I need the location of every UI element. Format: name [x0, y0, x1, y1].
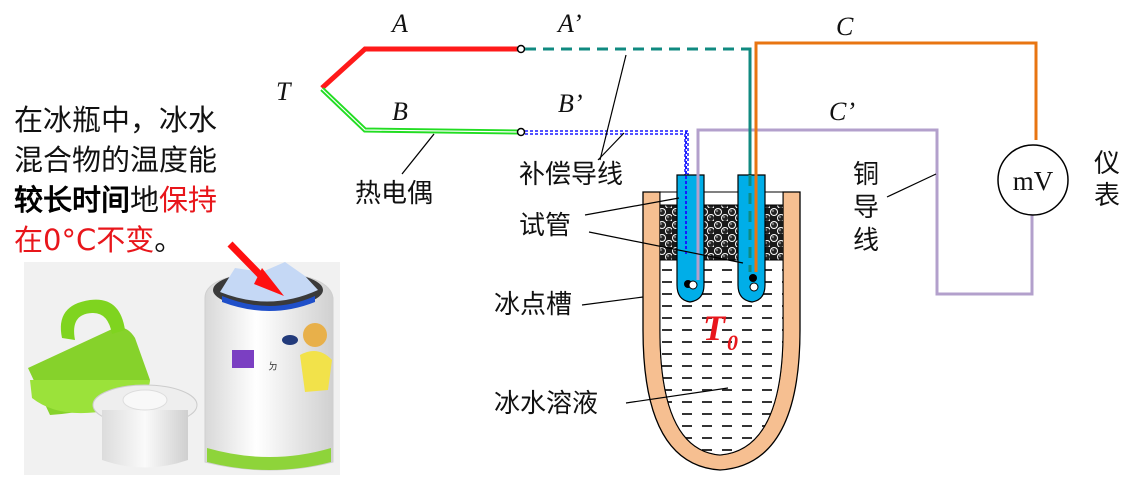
red-arrow-icon — [227, 241, 284, 296]
label-meter-1: 仪 — [1094, 149, 1120, 179]
note-line-4: 在0°C不变。 — [14, 220, 264, 260]
note-line-1: 在冰瓶中，冰水 — [14, 103, 218, 137]
note-red-1: 保持 — [159, 183, 218, 217]
note-bold: 较长时间 — [14, 183, 131, 217]
label-meter-2: 表 — [1094, 181, 1120, 211]
millivolt-meter: mV — [997, 144, 1069, 216]
label-A-prime: A’ — [556, 9, 582, 38]
label-compensation-wire: 补偿导线 — [519, 160, 623, 190]
label-copper-wire-1: 铜 — [853, 160, 879, 190]
label-B: B — [392, 97, 408, 126]
note-end: 。 — [154, 223, 184, 257]
label-copper-wire-2: 导 — [853, 193, 879, 223]
junction-B — [516, 127, 526, 137]
wire-C — [754, 41, 1038, 272]
label-test-tube: 试管 — [519, 211, 571, 241]
label-C-prime: C’ — [829, 97, 855, 126]
ice-jar: ㄉ — [204, 262, 334, 471]
label-copper-wire-3: 线 — [853, 226, 879, 256]
note-line-3: 较长时间地保持 — [14, 180, 264, 220]
label-ice-water-solution: 冰水溶液 — [494, 389, 598, 419]
wire-A — [320, 46, 520, 90]
wire-B — [320, 87, 521, 135]
label-B-prime: B’ — [558, 89, 583, 118]
test-tube-left — [676, 174, 705, 303]
wire-C-prime — [696, 128, 1034, 296]
svg-text:T: T — [703, 308, 727, 348]
thermocouple — [320, 44, 526, 175]
label-C: C — [836, 12, 854, 41]
svg-text:0: 0 — [727, 330, 738, 355]
label-T: T — [276, 77, 292, 106]
junction-A — [516, 44, 526, 54]
label-ice-point-bath: 冰点槽 — [494, 290, 572, 320]
note-red-2: 在0°C不变 — [14, 223, 155, 257]
label-T0: T 0 — [703, 308, 738, 355]
label-A: A — [390, 9, 408, 38]
ice-bottle-photo: ㄉ — [24, 241, 340, 475]
white-cup — [92, 384, 198, 468]
note-plain: 地 — [130, 183, 160, 217]
explanation-note: 在冰瓶中，冰水 混合物的温度能 较长时间地保持 在0°C不变。 — [14, 100, 264, 260]
label-thermocouple: 热电偶 — [355, 179, 433, 209]
note-line-2: 混合物的温度能 — [14, 143, 218, 177]
svg-text:ㄉ: ㄉ — [268, 361, 278, 373]
meter-unit: mV — [1013, 166, 1054, 196]
